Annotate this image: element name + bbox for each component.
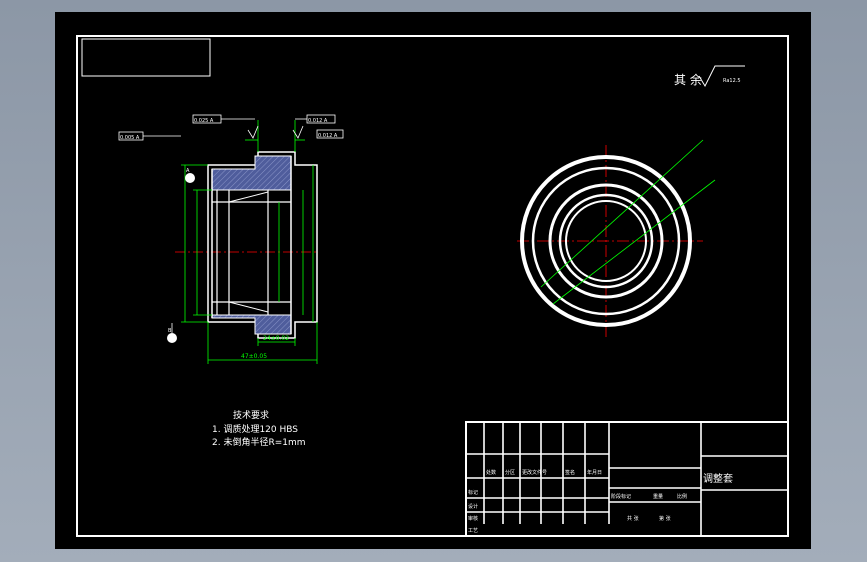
top-left-box (81, 38, 211, 77)
header-label-4: 签名 (565, 469, 575, 476)
row-label-1: 标记 (468, 489, 478, 496)
tolerance-frame-2: 0.025 A (194, 118, 214, 124)
hatch-bottom (211, 314, 292, 335)
roughness-symbol (698, 65, 745, 88)
tolerance-frame-3: 0.012 A (308, 118, 328, 124)
end-view (517, 139, 716, 337)
header-label-2: 分区 (505, 469, 515, 476)
datum-label-a: A (186, 168, 190, 174)
header-label-1: 处数 (486, 469, 496, 476)
tech-requirements: 技术要求 1. 调质处理120 HBS 2. 未倒角半径R=1mm (212, 409, 306, 448)
title-block: 调整套 标记 设计 审核 工艺 处数 分区 更改文件号 签名 年月日 阶段标记 … (465, 421, 789, 537)
stage-label-1: 阶段标记 (611, 493, 631, 500)
stage-label-2: 重量 (653, 493, 663, 500)
roughness-label: 其 余 (674, 72, 702, 87)
header-label-5: 年月日 (587, 469, 602, 476)
tolerance-frame-4: 0.012 A (318, 133, 338, 139)
dim-step-width: 24±0.02 (263, 335, 289, 342)
cad-drawing: 其 余 Ra12.5 (76, 35, 789, 537)
tolerance-frame-1: 0.005 A (120, 135, 140, 141)
datum-marker-b (167, 333, 177, 343)
tech-requirements-title: 技术要求 (233, 409, 269, 421)
row-label-3: 审核 (468, 515, 478, 522)
hatch-top (211, 155, 292, 191)
datum-marker-a (185, 173, 195, 183)
drawing-canvas: 其 余 Ra12.5 (55, 12, 811, 549)
part-name: 调整套 (703, 472, 733, 485)
row-label-4: 工艺 (468, 528, 478, 534)
tech-requirement-2: 2. 未倒角半径R=1mm (212, 436, 306, 448)
sheet-label-1: 共 张 (627, 515, 639, 522)
section-view: 47±0.05 24±0.02 0.005 A 0.025 A 0.012 A … (118, 114, 344, 364)
datum-label-b: B (168, 328, 172, 334)
tech-requirement-1: 1. 调质处理120 HBS (212, 423, 298, 435)
header-label-3: 更改文件号 (522, 469, 547, 476)
dim-total-width: 47±0.05 (241, 353, 267, 360)
sheet-label-2: 第 张 (659, 515, 671, 522)
row-label-2: 设计 (468, 503, 478, 510)
outer-frame (76, 35, 789, 537)
roughness-value: Ra12.5 (723, 78, 741, 84)
stage-label-3: 比例 (677, 493, 687, 500)
